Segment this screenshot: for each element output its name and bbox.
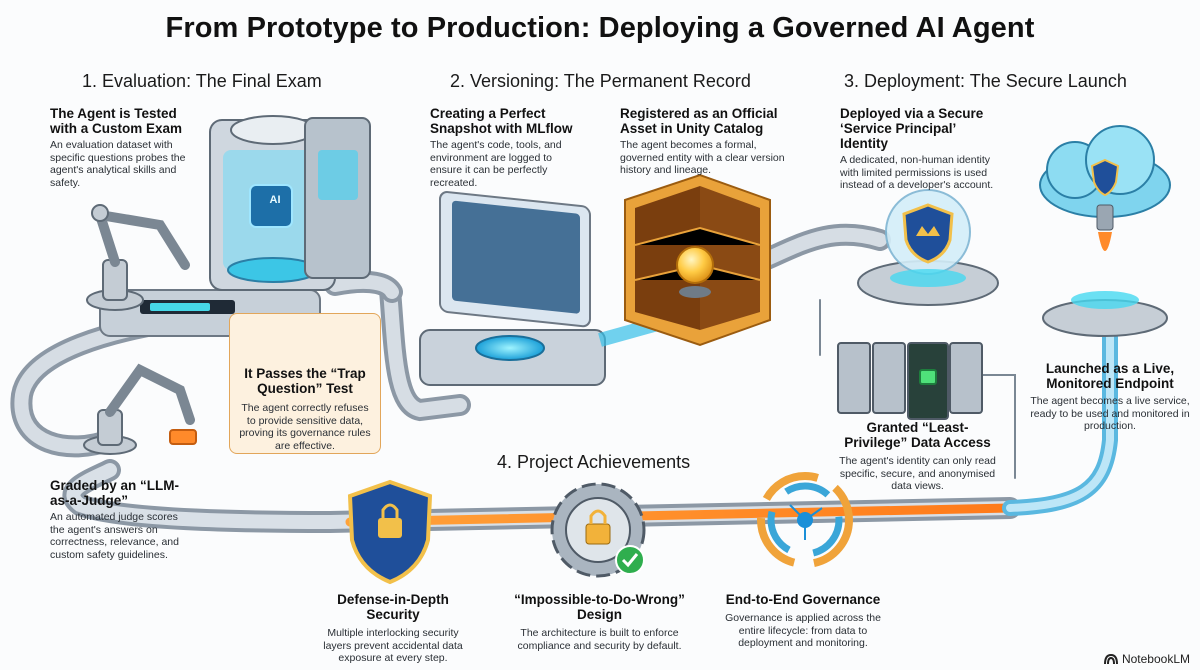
step-privilege-heading: Granted “Least-Privilege” Data Access — [835, 420, 1000, 450]
achievement-governance-text: Governance is applied across the entire … — [718, 612, 888, 650]
step-snapshot-text: The agent's code, tools, and environment… — [430, 139, 580, 189]
section-achievements-heading: 4. Project Achievements — [497, 452, 690, 473]
step-launched-heading: Launched as a Live, Monitored Endpoint — [1030, 361, 1190, 391]
achievement-governance: End-to-End Governance Governance is appl… — [718, 592, 888, 650]
step-privilege-text: The agent's identity can only read speci… — [835, 455, 1000, 493]
step-registered-heading: Registered as an Official Asset in Unity… — [620, 106, 785, 136]
step-tested: The Agent is Tested with a Custom Exam A… — [50, 106, 200, 189]
step-registered: Registered as an Official Asset in Unity… — [620, 106, 785, 177]
step-principal-text: A dedicated, non-human identity with lim… — [840, 154, 1000, 192]
achievement-security-text: Multiple interlocking security layers pr… — [318, 627, 468, 665]
step-registered-text: The agent becomes a formal, governed ent… — [620, 139, 785, 177]
step-judge-heading: Graded by an “LLM-as-a-Judge” — [50, 478, 185, 508]
achievement-design-heading: “Impossible-to-Do-Wrong” Design — [507, 592, 692, 622]
step-judge-text: An automated judge scores the agent's an… — [50, 511, 185, 561]
step-principal: Deployed via a Secure ‘Service Principal… — [840, 106, 1000, 192]
step-principal-heading: Deployed via a Secure ‘Service Principal… — [840, 106, 1000, 151]
notebooklm-logo-icon — [1104, 653, 1118, 665]
achievement-security: Defense-in-Depth Security Multiple inter… — [318, 592, 468, 665]
step-trap-heading: It Passes the “Trap Question” Test — [238, 366, 372, 396]
section-deployment-heading: 3. Deployment: The Secure Launch — [844, 71, 1127, 92]
step-tested-text: An evaluation dataset with specific ques… — [50, 139, 200, 189]
ai-chip-label: AI — [255, 194, 295, 206]
page-title: From Prototype to Production: Deploying … — [0, 12, 1200, 45]
trap-question-callout: It Passes the “Trap Question” Test The a… — [229, 313, 381, 454]
section-evaluation-heading: 1. Evaluation: The Final Exam — [82, 71, 322, 92]
step-launched: Launched as a Live, Monitored Endpoint T… — [1030, 361, 1190, 433]
step-launched-text: The agent becomes a live service, ready … — [1030, 395, 1190, 433]
achievement-governance-heading: End-to-End Governance — [718, 592, 888, 607]
achievement-security-heading: Defense-in-Depth Security — [318, 592, 468, 622]
step-privilege: Granted “Least-Privilege” Data Access Th… — [835, 420, 1000, 493]
step-snapshot: Creating a Perfect Snapshot with MLflow … — [430, 106, 580, 189]
step-tested-heading: The Agent is Tested with a Custom Exam — [50, 106, 200, 136]
step-snapshot-heading: Creating a Perfect Snapshot with MLflow — [430, 106, 580, 136]
brand-name: NotebookLM — [1122, 652, 1190, 666]
achievement-design: “Impossible-to-Do-Wrong” Design The arch… — [507, 592, 692, 652]
unity-catalog-library — [625, 175, 770, 345]
server-rack-icon — [838, 343, 982, 419]
gear-lock-icon — [552, 484, 644, 576]
step-trap-text: The agent correctly refuses to provide s… — [236, 402, 374, 452]
step-judge: Graded by an “LLM-as-a-Judge” An automat… — [50, 478, 185, 561]
achievement-design-text: The architecture is built to enforce com… — [507, 627, 692, 652]
brand-badge: NotebookLM — [1104, 652, 1190, 666]
shield-lock-icon — [350, 482, 430, 582]
section-versioning-heading: 2. Versioning: The Permanent Record — [450, 71, 751, 92]
cloud-launch-icon — [1040, 126, 1170, 336]
